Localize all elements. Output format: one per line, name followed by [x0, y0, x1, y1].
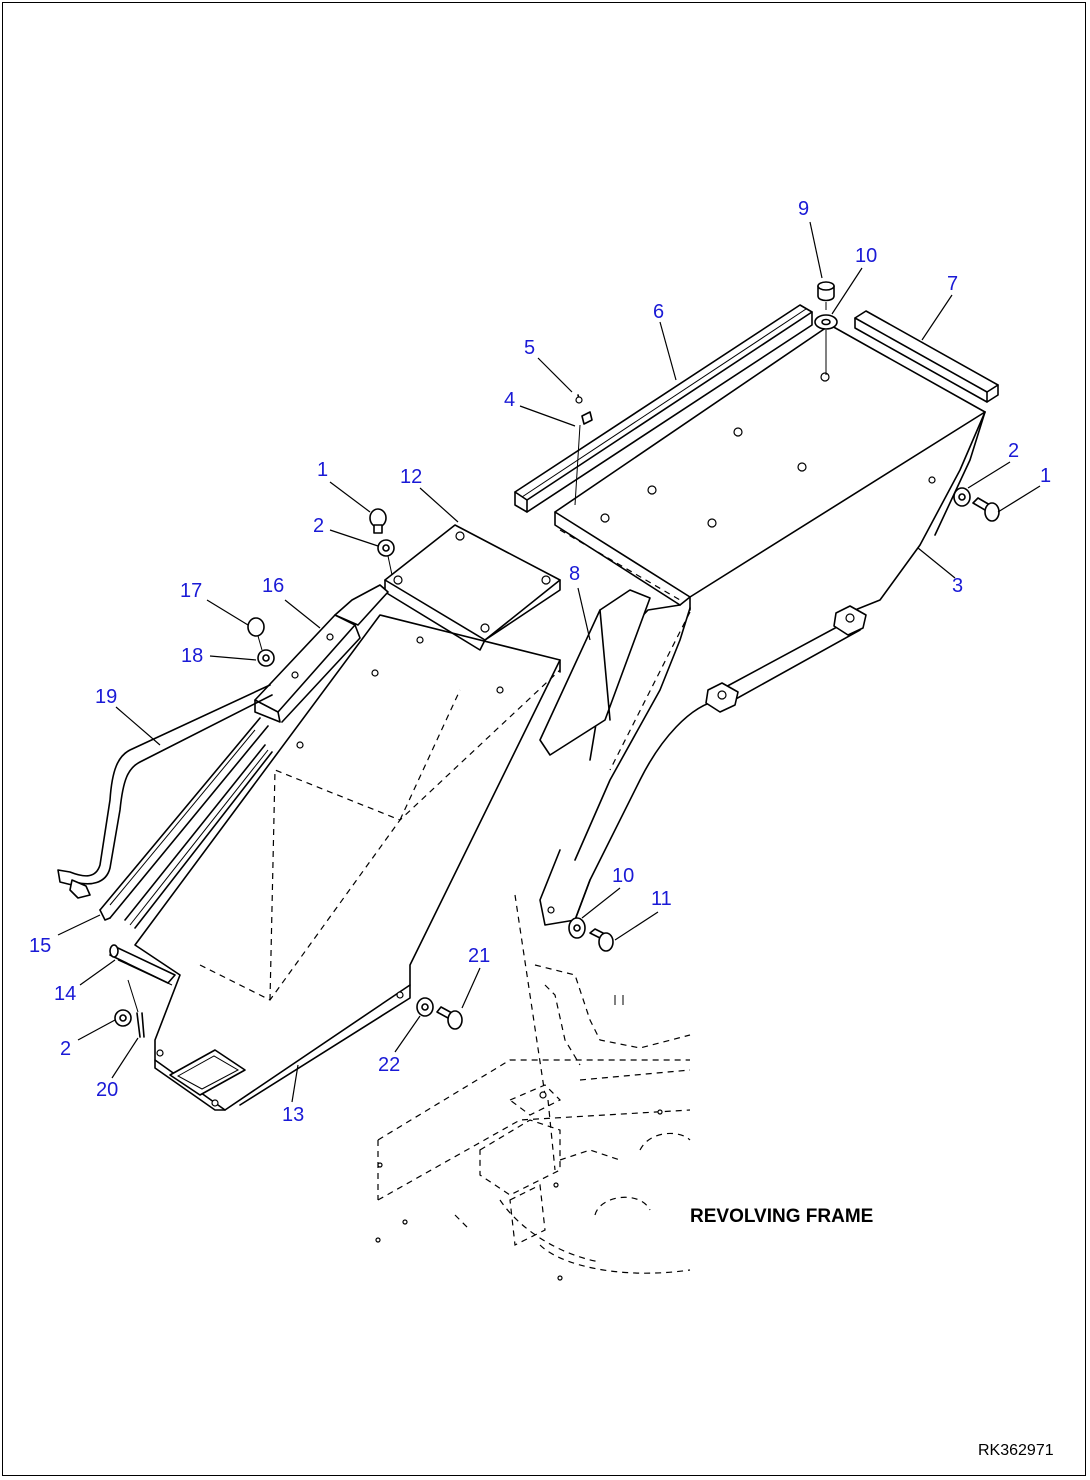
bolt-17 [247, 617, 265, 651]
part-7-rail [854, 310, 999, 403]
callout-2: 2 [1008, 440, 1019, 462]
callout-10: 10 [855, 245, 877, 267]
bolt-9 [817, 281, 835, 310]
part-6-rail [514, 304, 813, 513]
cotter-pin-20 [127, 979, 145, 1038]
washer-2-left [377, 539, 395, 576]
bolt-1-right [972, 497, 1000, 522]
callout-1: 1 [317, 459, 328, 481]
callout-3: 3 [952, 575, 963, 597]
revolving-frame-label: REVOLVING FRAME [690, 1206, 873, 1227]
callout-13: 13 [282, 1104, 304, 1126]
bolt-21 [436, 1006, 463, 1030]
callout-20: 20 [96, 1079, 118, 1101]
part-19-rod [57, 684, 273, 899]
callout-21: 21 [468, 945, 490, 967]
callout-22: 22 [378, 1054, 400, 1076]
parts-4-5 [574, 394, 593, 506]
callout-17: 17 [180, 580, 202, 602]
part-16-bracket [254, 584, 389, 723]
callout-2: 2 [60, 1038, 71, 1060]
part-14-pin [109, 944, 176, 986]
callout-15: 15 [29, 935, 51, 957]
callout-6: 6 [653, 301, 664, 323]
leader-lines [57, 221, 1041, 1103]
callout-10: 10 [612, 865, 634, 887]
part-13-cover [134, 614, 561, 1111]
callout-19: 19 [95, 686, 117, 708]
edge-strips [99, 717, 273, 929]
callout-9: 9 [798, 198, 809, 220]
callout-11: 11 [651, 888, 672, 910]
callout-5: 5 [524, 337, 535, 359]
lug-brackets [705, 605, 867, 713]
revolving-frame [375, 894, 691, 1281]
callout-14: 14 [54, 983, 76, 1005]
washer-22 [416, 997, 434, 1017]
part-12-plate [384, 524, 561, 651]
callout-8: 8 [569, 563, 580, 585]
callout-18: 18 [181, 645, 203, 667]
callout-1: 1 [1040, 465, 1051, 487]
figure-code: RK362971 [978, 1442, 1054, 1459]
callout-4: 4 [504, 389, 515, 411]
callout-7: 7 [947, 273, 958, 295]
part-8-bracket [539, 589, 651, 756]
washer-2-bottom [114, 1009, 132, 1027]
part-3-cover [539, 324, 986, 926]
callout-12: 12 [400, 466, 422, 488]
callout-2: 2 [313, 515, 324, 537]
callout-numbers: 9 10 7 6 5 4 2 1 3 1 12 2 8 17 16 18 19 … [29, 198, 1051, 1126]
washer-10-top [814, 314, 838, 375]
washer-2-right [953, 487, 971, 507]
washer-18 [257, 649, 275, 667]
bolt-11 [589, 928, 614, 952]
callout-16: 16 [262, 575, 284, 597]
washer-10-lower [568, 917, 586, 939]
bolt-1-left [369, 508, 387, 534]
